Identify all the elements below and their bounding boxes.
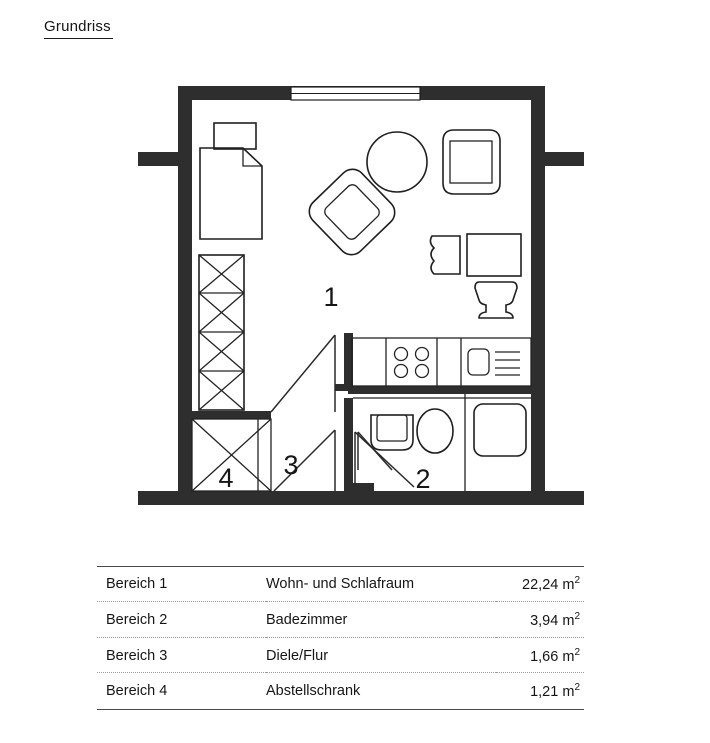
area-name-cell: Wohn- und Schlafraum: [266, 566, 496, 602]
table-bottom-rule: [97, 709, 584, 710]
room-label-4: 4: [218, 463, 233, 493]
room-label-1: 1: [323, 282, 338, 312]
door-swing-icon: [357, 431, 393, 471]
area-name-cell: Abstellschrank: [266, 683, 361, 700]
page-title: Grundriss: [44, 18, 111, 35]
area-unit-exponent: 2: [574, 610, 580, 622]
toilet-icon: [416, 408, 454, 454]
chair-icon: [429, 235, 461, 275]
area-size-value: 1,66 m: [530, 648, 575, 665]
sink-icon: [467, 348, 520, 376]
wall-right: [531, 86, 545, 505]
desk-icon: [466, 233, 522, 277]
area-id-cell: Bereich 3: [97, 637, 266, 674]
area-table-element: Bereich 1 Wohn- und Schlafraum 22,24 m2 …: [97, 566, 584, 708]
counter-icon: [351, 337, 532, 387]
stool-icon: [474, 281, 518, 319]
area-size-cell: 1,66 m2: [496, 637, 584, 674]
area-size-value: 3,94 m: [530, 612, 575, 629]
area-size-cell: 22,24 m2: [496, 566, 584, 602]
table-row: Bereich 1 Wohn- und Schlafraum 22,24 m2: [97, 566, 584, 602]
wall-bottom: [178, 491, 545, 505]
wardrobe-icon: [198, 254, 245, 411]
wall-interior-vertical: [344, 333, 353, 390]
bathroom-sink-icon: [370, 414, 414, 451]
table-row: Bereich 3 Diele/Flur 1,66 m2: [97, 637, 584, 674]
door-swing-icon: [354, 431, 415, 488]
area-table: Bereich 1 Wohn- und Schlafraum 22,24 m2 …: [97, 566, 584, 708]
area-size-value: 22,24 m: [522, 576, 575, 593]
floorplan-drawing: .wall { fill: #2e2e2e; } .ln { fill: non…: [138, 86, 584, 505]
table-row: Bereich 4 Abstellschrank 1,21 m2: [97, 673, 584, 708]
wall-stub-left: [138, 152, 182, 166]
table-row: Bereich 2 Badezimmer 3,94 m2: [97, 601, 584, 638]
area-name-cell: Diele/Flur: [266, 637, 496, 674]
area-name-cell: Badezimmer: [266, 601, 496, 638]
floorplan-svg: .wall { fill: #2e2e2e; } .ln { fill: non…: [138, 86, 584, 505]
page-title-underline: [44, 38, 113, 39]
armchair-icon: [442, 129, 501, 195]
wall-closet-divider: [192, 411, 271, 419]
area-id-cell: Bereich 4: [106, 683, 168, 700]
wall-bath-door-jamb: [346, 483, 374, 491]
area-id-cell: Bereich 1: [97, 566, 266, 602]
area-size-cell: 1,21 m2: [496, 673, 584, 708]
bed-icon: [199, 122, 263, 240]
round-table-icon: [366, 131, 428, 193]
wall-left: [178, 86, 192, 505]
area-table-body: Bereich 1 Wohn- und Schlafraum 22,24 m2 …: [97, 566, 584, 708]
door-swing-icon: [270, 334, 336, 413]
window-icon: [290, 86, 421, 101]
walls-group: [138, 86, 584, 505]
closet-door-icon: [191, 418, 272, 492]
wall-interior-vertical-lower: [344, 398, 353, 493]
area-size-value: 1,21 m: [530, 684, 575, 701]
wall-stub-bottom-right: [543, 491, 584, 505]
armchair-diagonal-icon: [308, 168, 396, 256]
area-unit-exponent: 2: [574, 646, 580, 658]
room-label-3: 3: [283, 450, 298, 480]
area-size-cell: 3,94 m2: [496, 601, 584, 638]
door-swing-icon: [273, 429, 336, 492]
wall-stub-right: [543, 152, 584, 166]
wall-door-jamb-upper: [335, 384, 349, 391]
pillow-icon: [213, 122, 257, 150]
stove-icon: [393, 346, 430, 379]
area-id-cell: Bereich 2: [97, 601, 266, 638]
shower-icon: [473, 403, 527, 457]
wall-stub-bottom-left: [138, 491, 182, 505]
wall-kitchen-divider: [348, 386, 531, 394]
area-unit-exponent: 2: [574, 682, 580, 694]
area-unit-exponent: 2: [574, 575, 580, 586]
room-label-2: 2: [415, 464, 430, 494]
